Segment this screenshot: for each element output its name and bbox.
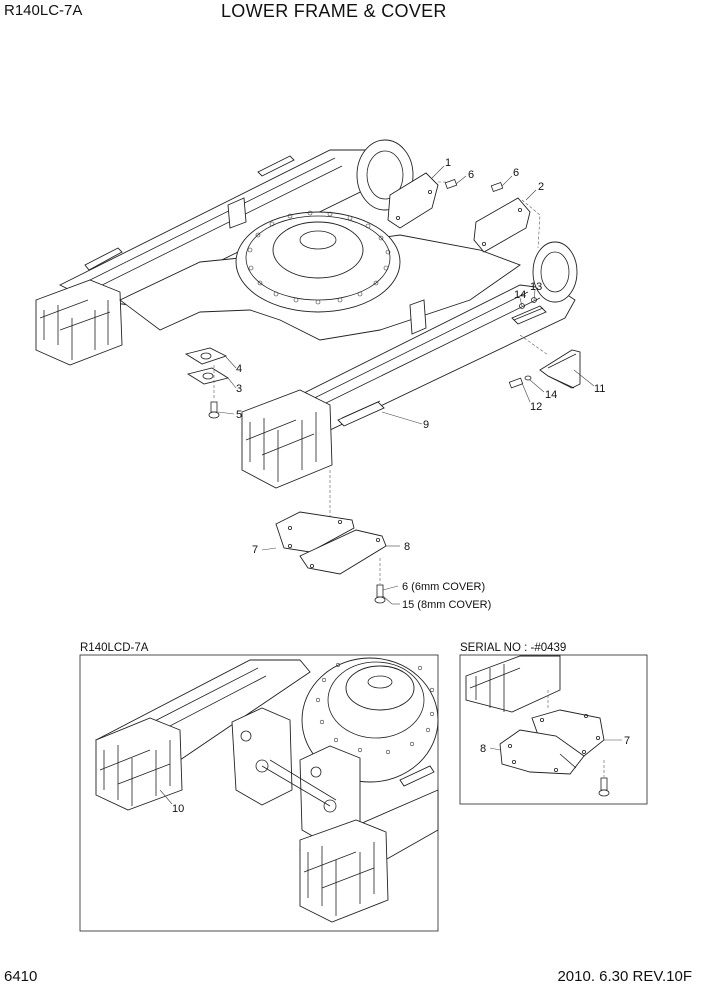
inset-serial-callout-7: 7 — [624, 735, 630, 747]
page-number: 6410 — [4, 968, 38, 985]
callout-5: 5 — [236, 409, 242, 421]
callout-11: 11 — [594, 383, 605, 395]
lower-frame-drawing — [35, 139, 581, 604]
callout-6-right: 6 — [513, 167, 519, 179]
page-title: LOWER FRAME & COVER — [221, 1, 447, 21]
inset-serial — [459, 654, 648, 805]
callout-4: 4 — [236, 363, 242, 375]
inset-r140lcd — [79, 654, 439, 932]
inset-serial-title: SERIAL NO : -#0439 — [460, 642, 566, 654]
inset-lcd-title: R140LCD-7A — [80, 642, 149, 654]
callout-13: 13 — [530, 281, 542, 293]
callout-8: 8 — [404, 541, 410, 553]
callout-7: 7 — [252, 544, 258, 556]
callout-1: 1 — [445, 157, 451, 169]
callout-9: 9 — [423, 419, 429, 431]
callout-14-upper: 14 — [514, 289, 526, 301]
callout-6-cover: 6 (6mm COVER) — [402, 581, 485, 593]
callout-2: 2 — [538, 181, 544, 193]
callout-14-lower: 14 — [545, 389, 557, 401]
leader-lines — [217, 165, 595, 605]
model-code: R140LC-7A — [4, 2, 83, 19]
callout-12: 12 — [530, 401, 542, 413]
callout-15-cover: 15 (8mm COVER) — [402, 599, 491, 611]
revision-date: 2010. 6.30 REV.10F — [557, 968, 692, 985]
callout-3: 3 — [236, 383, 242, 395]
inset-serial-callout-8: 8 — [480, 743, 486, 755]
inset-lcd-callout-10: 10 — [172, 803, 184, 815]
callout-6-left: 6 — [468, 169, 474, 181]
bearing-bolt-holes — [247, 210, 391, 305]
